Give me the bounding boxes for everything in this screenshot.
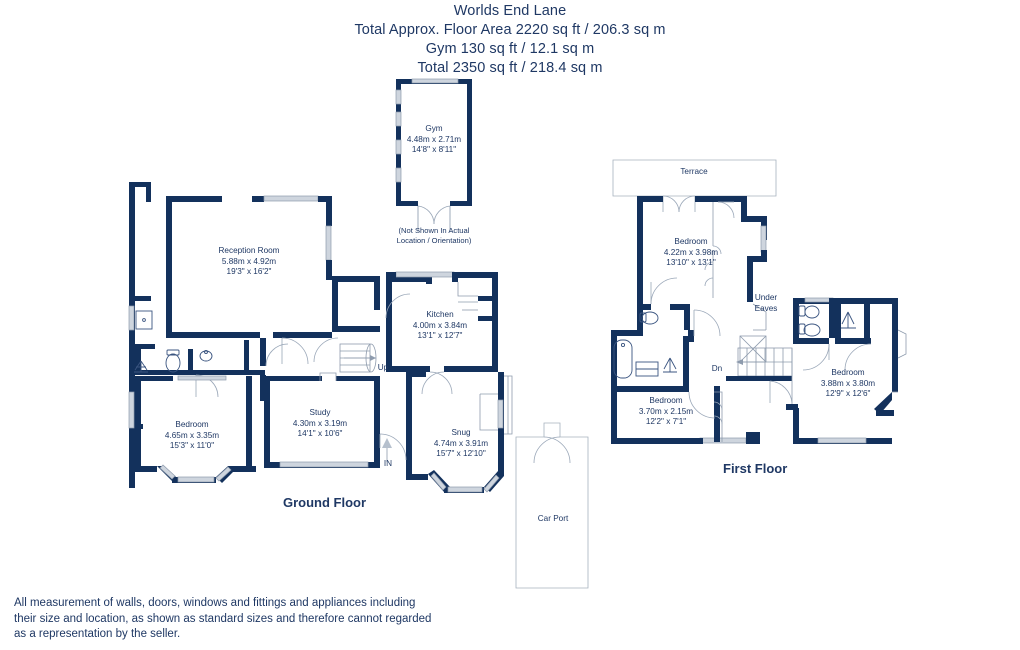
basin-fixture	[199, 350, 213, 362]
room-label-bedroom-first-small: Bedroom 3.70m x 2.15m 12'2" x 7'1"	[639, 396, 693, 428]
marker-dn: Dn	[712, 364, 722, 375]
room-label-terrace: Terrace	[680, 167, 707, 178]
room-metric-bedroom-first-small: 3.70m x 2.15m	[638, 406, 694, 416]
shower-fixture-ensuite	[840, 311, 856, 329]
room-metric-bedroom-ground: 4.65m x 3.35m	[164, 430, 220, 440]
room-metric-study: 4.30m x 3.19m	[292, 418, 348, 428]
first-floor-plan	[611, 159, 907, 444]
stairs-up	[339, 343, 377, 373]
header-title: Worlds End Lane	[453, 3, 567, 19]
basin-fixture-upper	[639, 311, 659, 325]
room-metric-bedroom-first-right: 3.88m x 3.80m	[820, 378, 876, 388]
room-imperial-bedroom-first-right: 12'9" x 12'6"	[825, 389, 871, 398]
room-imperial-kitchen: 13'1" x 12'7"	[417, 331, 463, 340]
marker-under-eaves-line1: Under	[754, 293, 778, 302]
room-name-bedroom-first-small: Bedroom	[649, 396, 683, 405]
room-label-bedroom-ground: Bedroom 4.65m x 3.35m 15'3" x 11'0"	[165, 420, 219, 452]
room-imperial-bedroom-first-small: 12'2" x 7'1"	[645, 417, 687, 426]
room-label-bedroom-first-right: Bedroom 3.88m x 3.80m 12'9" x 12'6"	[821, 368, 875, 400]
marker-up: Up	[378, 363, 388, 374]
room-imperial-snug: 15'7" x 12'10"	[436, 449, 486, 458]
room-name-study: Study	[309, 408, 331, 417]
floor-label-ground: Ground Floor	[283, 495, 367, 510]
marker-under-eaves-line2: Eaves	[754, 303, 778, 313]
room-label-snug: Snug 4.74m x 3.91m 15'7" x 12'10"	[434, 428, 488, 460]
gym-outline	[395, 78, 472, 232]
gym-note-line2: Location / Orientation)	[396, 236, 472, 245]
room-name-car-port: Car Port	[537, 514, 569, 523]
room-label-bedroom-first-main: Bedroom 4.22m x 3.98m 13'10" x 13'1"	[664, 237, 718, 269]
ground-floor-plan	[128, 182, 589, 589]
vanity-fixture	[635, 361, 659, 377]
room-metric-snug: 4.74m x 3.91m	[433, 438, 489, 448]
room-imperial-bedroom-ground: 15'3" x 11'0"	[169, 441, 215, 450]
terrace-outline	[612, 159, 777, 213]
marker-up-label: Up	[377, 363, 389, 372]
room-name-gym: Gym	[425, 124, 443, 133]
room-name-bedroom-first-main: Bedroom	[674, 237, 708, 246]
disclaimer-text: All measurement of walls, doors, windows…	[14, 597, 432, 640]
header-total-area: Total Approx. Floor Area 2220 sq ft / 20…	[354, 22, 666, 38]
room-name-terrace: Terrace	[680, 167, 708, 176]
fireplace-fixture	[135, 310, 153, 330]
marker-in-label: IN	[383, 459, 393, 468]
wc-fixture	[165, 349, 181, 373]
car-port-outline	[515, 422, 589, 589]
gym-location-note: (Not Shown In Actual Location / Orientat…	[397, 226, 472, 246]
room-label-reception-room: Reception Room 5.88m x 4.92m 19'3" x 16'…	[219, 246, 280, 278]
shower-fixture	[134, 360, 148, 373]
room-label-study: Study 4.30m x 3.19m 14'1" x 10'6"	[293, 408, 347, 440]
basin-fixture-ensuite	[798, 323, 821, 337]
room-imperial-study: 14'1" x 10'6"	[297, 429, 343, 438]
entrance-arrow	[382, 438, 392, 462]
room-imperial-bedroom-first-main: 13'10" x 13'1"	[666, 258, 716, 267]
wc-fixture-ensuite	[798, 305, 820, 319]
header-gym-area: Gym 130 sq ft / 12.1 sq m	[425, 41, 595, 57]
room-label-car-port: Car Port	[538, 514, 568, 525]
marker-under-eaves: Under Eaves	[755, 293, 778, 314]
room-name-kitchen: Kitchen	[426, 310, 454, 319]
room-metric-reception-room: 5.88m x 4.92m	[221, 256, 277, 266]
room-imperial-gym: 14'8" x 8'11"	[411, 145, 457, 154]
gym-note-line1: (Not Shown In Actual	[398, 226, 470, 235]
marker-dn-label: Dn	[711, 364, 723, 373]
room-label-gym: Gym 4.48m x 2.71m 14'8" x 8'11"	[407, 124, 461, 156]
shower-fixture-first	[663, 357, 677, 373]
room-metric-bedroom-first-main: 4.22m x 3.98m	[663, 247, 719, 257]
header-grand-total: Total 2350 sq ft / 218.4 sq m	[417, 60, 603, 76]
room-name-snug: Snug	[451, 428, 471, 437]
room-metric-kitchen: 4.00m x 3.84m	[412, 320, 468, 330]
plan-header: Worlds End Lane Total Approx. Floor Area…	[0, 2, 1020, 78]
room-label-kitchen: Kitchen 4.00m x 3.84m 13'1" x 12'7"	[413, 310, 467, 342]
room-name-bedroom-first-right: Bedroom	[831, 368, 865, 377]
room-name-bedroom-ground: Bedroom	[175, 420, 209, 429]
stairs-down	[736, 347, 793, 377]
bath-fixture	[613, 339, 633, 379]
floor-label-first: First Floor	[723, 461, 788, 476]
room-imperial-reception-room: 19'3" x 16'2"	[226, 267, 272, 276]
marker-in: IN	[384, 459, 392, 470]
room-metric-gym: 4.48m x 2.71m	[406, 134, 462, 144]
room-name-reception-room: Reception Room	[218, 246, 280, 255]
